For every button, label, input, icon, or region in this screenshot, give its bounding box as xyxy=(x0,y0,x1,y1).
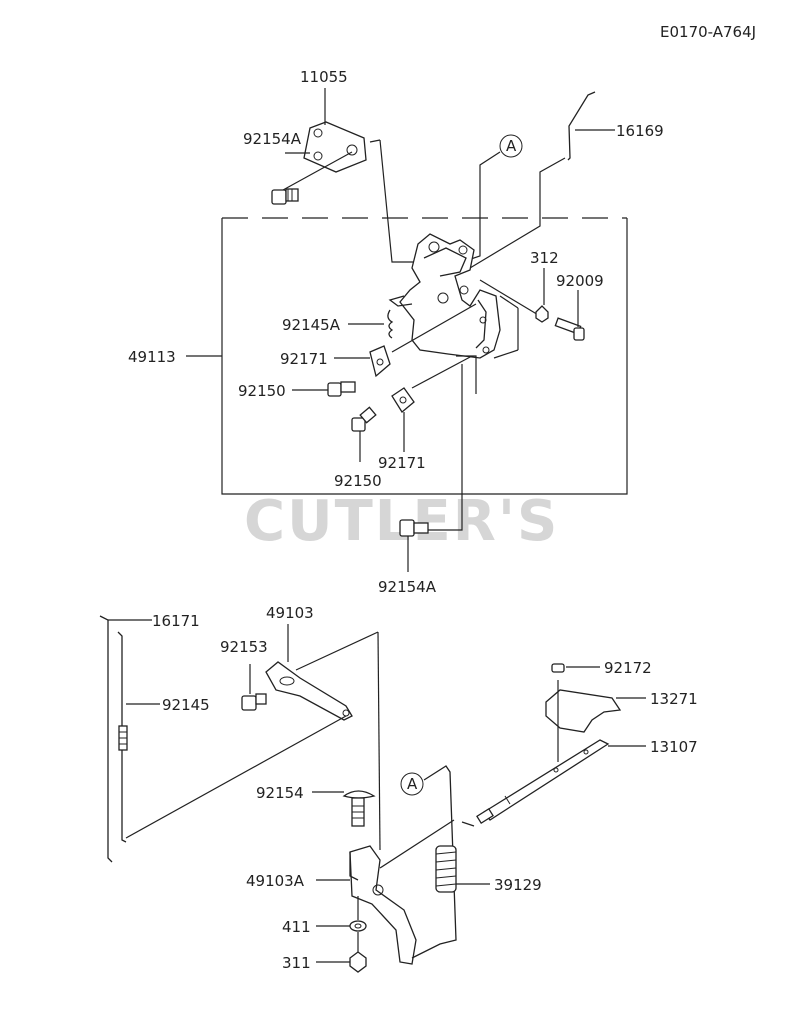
part-11055-plate xyxy=(282,88,420,263)
part-13107-shaft xyxy=(461,739,646,827)
label-311: 311 xyxy=(282,954,311,972)
part-39129-spring xyxy=(435,845,490,893)
part-49103A-lever xyxy=(316,819,455,965)
label-92154: 92154 xyxy=(256,784,304,802)
label-312: 312 xyxy=(530,249,559,267)
part-49103-arm xyxy=(125,624,381,851)
label-92145A: 92145A xyxy=(282,316,341,334)
part-92150-bolt-b xyxy=(351,406,377,462)
label-411: 411 xyxy=(282,918,311,936)
label-13107: 13107 xyxy=(650,738,698,756)
part-92145A-spring xyxy=(348,309,394,339)
label-11055: 11055 xyxy=(300,68,348,86)
label-92009: 92009 xyxy=(556,272,604,290)
part-main-bracket xyxy=(388,233,541,359)
part-411-washer xyxy=(316,896,367,932)
callout-a-top-label: A xyxy=(506,137,517,155)
label-92145: 92145 xyxy=(162,696,210,714)
label-92150-a: 92150 xyxy=(238,382,286,400)
label-16169: 16169 xyxy=(616,122,664,140)
part-92172-screw xyxy=(551,663,600,673)
part-92171-plate-a xyxy=(334,303,477,378)
part-13271-plate xyxy=(545,680,646,762)
label-92171-b: 92171 xyxy=(378,454,426,472)
label-49103: 49103 xyxy=(266,604,314,622)
label-92171-a: 92171 xyxy=(280,350,328,368)
callout-a-top: A xyxy=(461,134,523,263)
label-49103A: 49103A xyxy=(246,872,305,890)
label-92154A-top: 92154A xyxy=(243,130,302,148)
label-16171: 16171 xyxy=(152,612,200,630)
part-16169-rod xyxy=(469,91,615,269)
label-92154A-bottom: 92154A xyxy=(378,578,437,596)
part-92009-bolt xyxy=(554,290,585,341)
label-92150-b: 92150 xyxy=(334,472,382,490)
callout-a-bottom-label: A xyxy=(407,775,418,793)
part-311-nut xyxy=(316,932,367,973)
part-92153-bolt xyxy=(241,664,267,711)
part-92154A-bolt-bottom xyxy=(399,355,477,572)
label-39129: 39129 xyxy=(494,876,542,894)
label-92172: 92172 xyxy=(604,659,652,677)
part-92150-bolt-a xyxy=(292,381,356,397)
part-92171-plate-b xyxy=(391,355,473,452)
document-code: E0170-A764J xyxy=(660,23,756,41)
label-49113: 49113 xyxy=(128,348,176,366)
label-92153: 92153 xyxy=(220,638,268,656)
label-13271: 13271 xyxy=(650,690,698,708)
part-92154A-bolt-top xyxy=(271,188,299,205)
part-92145-spring xyxy=(118,703,160,751)
part-312-nut xyxy=(535,268,549,323)
part-92154-bolt xyxy=(312,790,376,827)
